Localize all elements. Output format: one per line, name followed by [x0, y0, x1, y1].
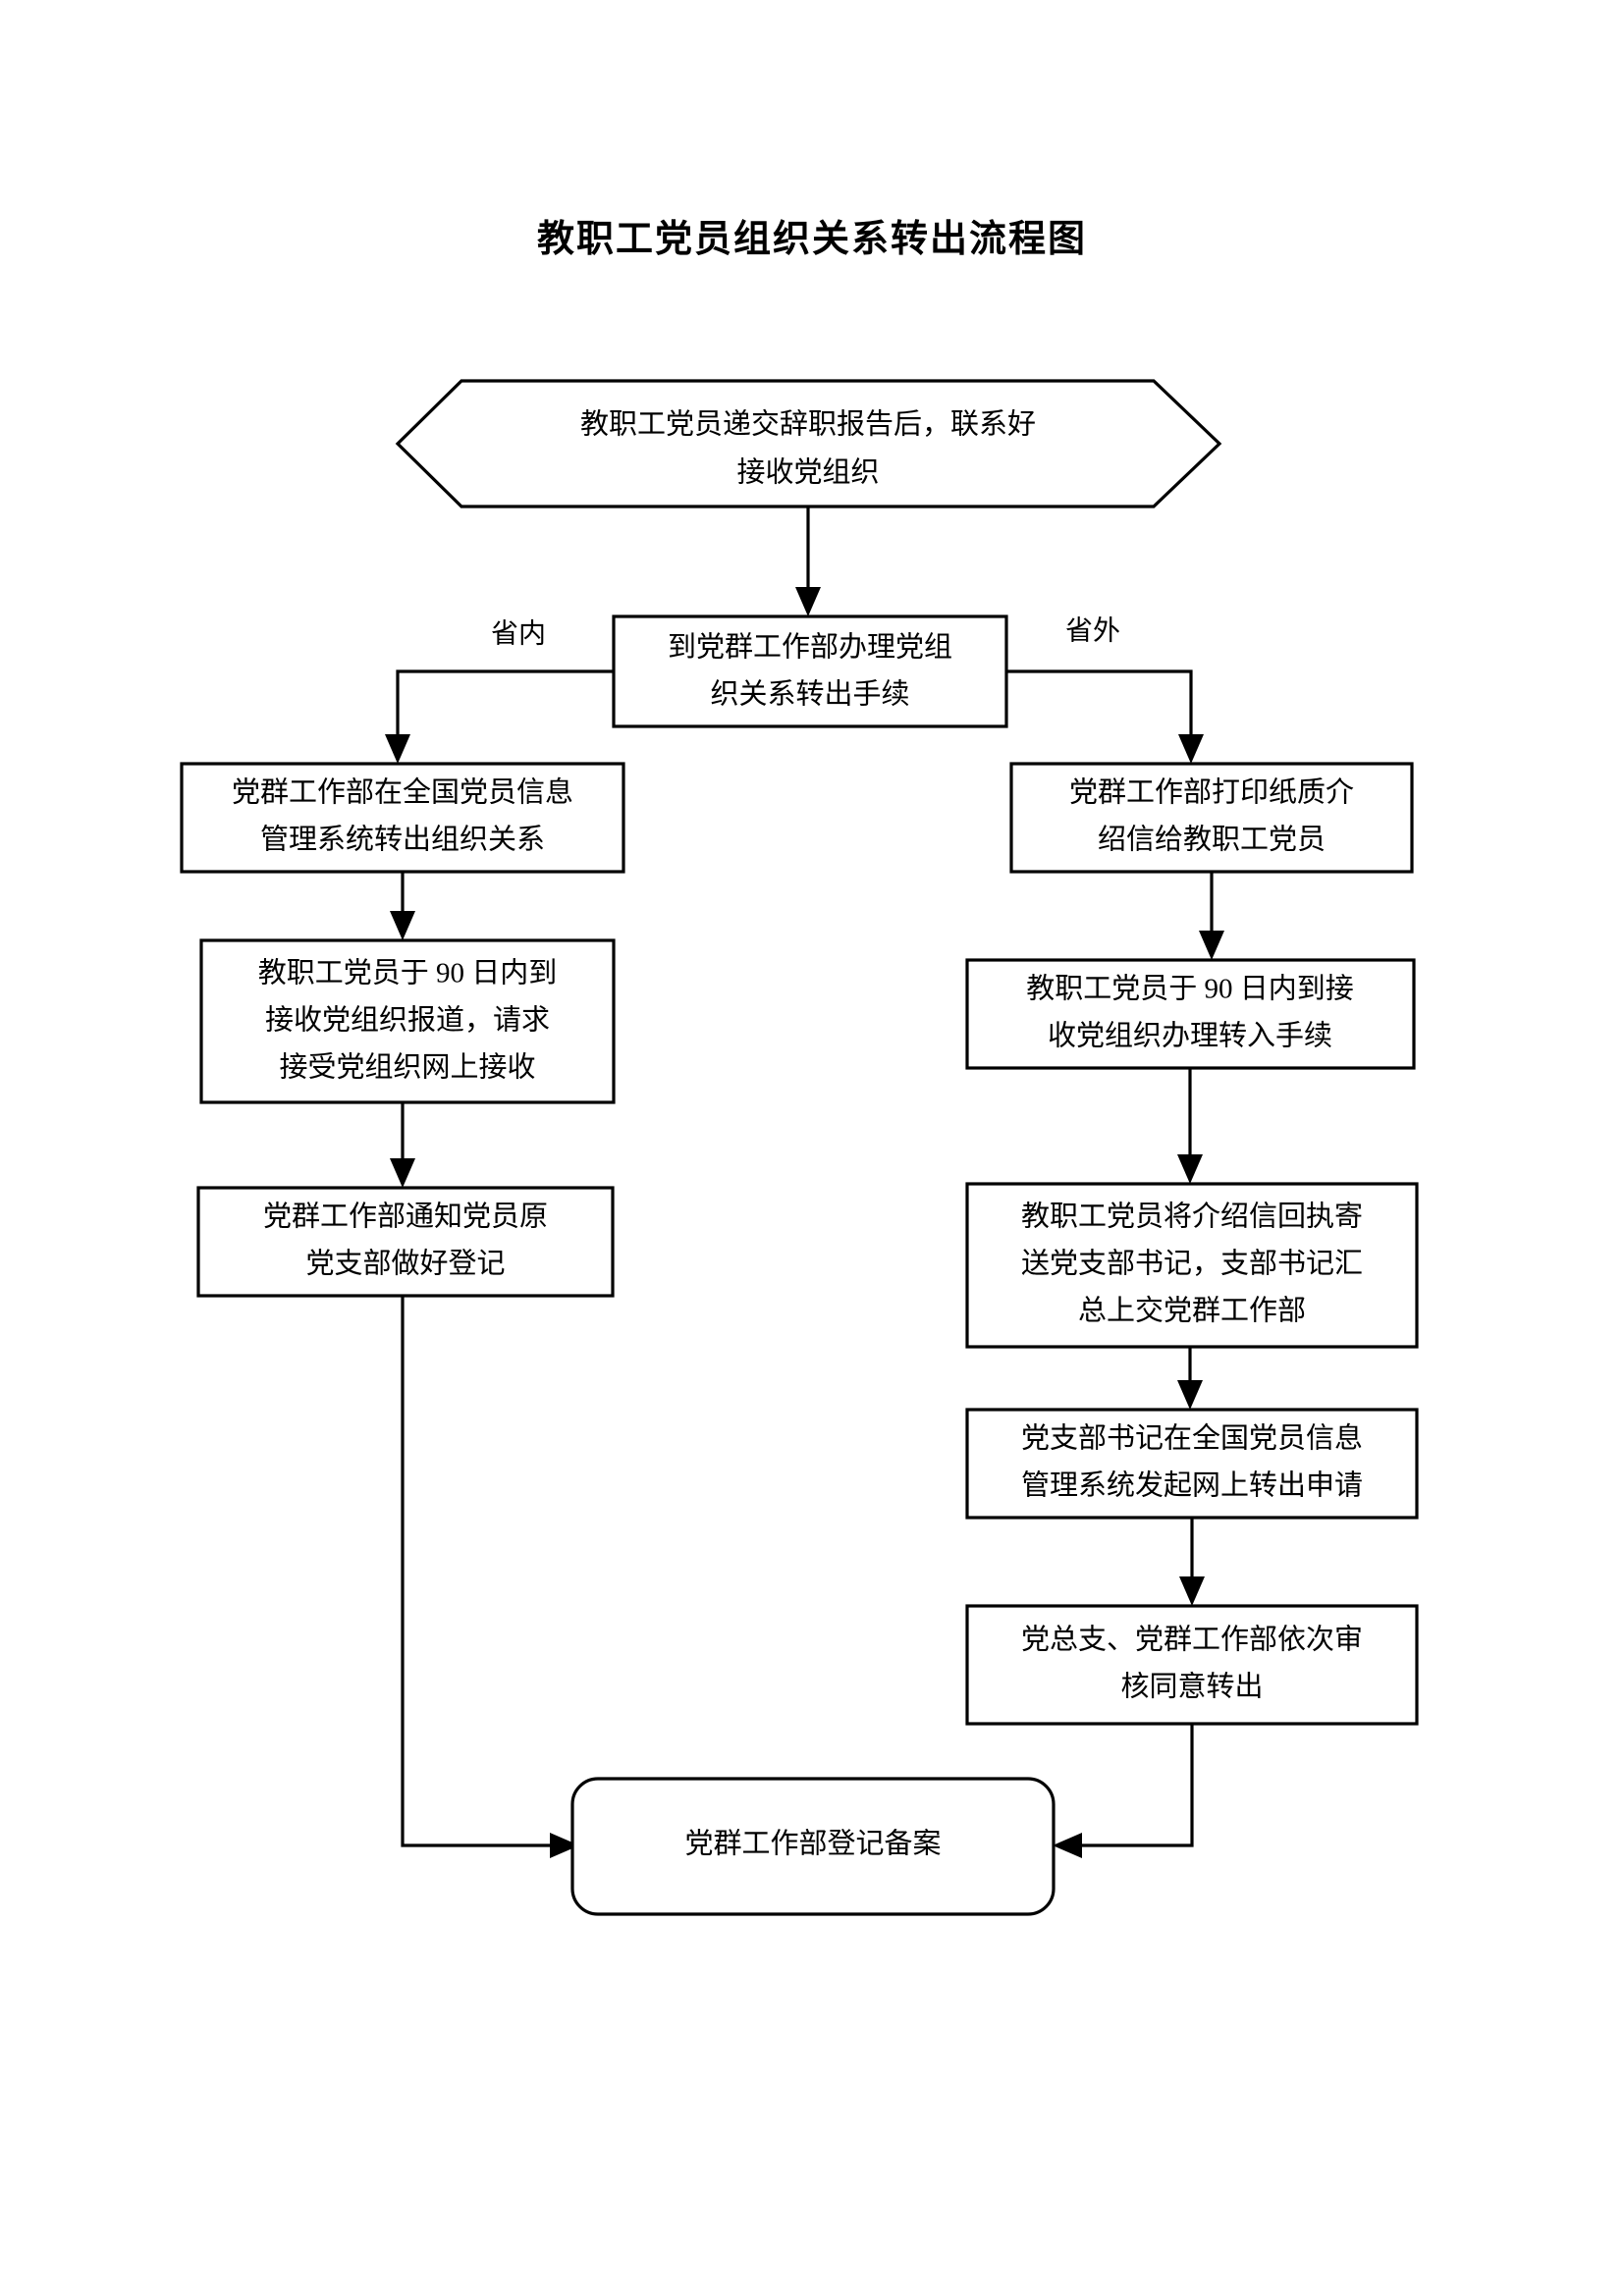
arrowhead-icon: [1053, 1833, 1082, 1858]
edge-label-left-branch: 省内: [491, 617, 546, 649]
node-start-line-2: 接收党组织: [736, 456, 879, 489]
node-apply: 到党群工作部办理党组 织关系转出手续: [612, 614, 1008, 728]
arrowhead-icon: [390, 1158, 415, 1188]
arrowhead-icon: [1178, 734, 1204, 764]
edge-right5-to-end: [1053, 1724, 1194, 1858]
arrowhead-icon: [795, 587, 821, 616]
rect-shape: [965, 1408, 1419, 1520]
node-right4-line-2: 管理系统发起网上转出申请: [1021, 1469, 1363, 1502]
arrowhead-icon: [390, 911, 415, 940]
node-right4-line-1: 党支部书记在全国党员信息: [1021, 1422, 1363, 1455]
rect-shape: [180, 762, 625, 874]
node-left3-line-2: 党支部做好登记: [305, 1248, 505, 1280]
node-right3-line-1: 教职工党员将介绍信回执寄: [1021, 1201, 1363, 1233]
node-left3: 党群工作部通知党员原 党支部做好登记: [196, 1186, 615, 1298]
rect-shape: [199, 938, 616, 1104]
rect-shape: [1009, 762, 1414, 874]
node-right5-line-1: 党总支、党群工作部依次审: [1021, 1624, 1363, 1656]
node-right2-line-1: 教职工党员于 90 日内到接: [1026, 973, 1354, 1005]
edge-right2-to-right3: [1177, 1068, 1203, 1184]
arrowhead-icon: [1177, 1154, 1203, 1184]
arrowhead-icon: [1179, 1576, 1205, 1606]
node-right1-line-2: 绍信给教职工党员: [1098, 824, 1326, 856]
edge-start-to-apply: [795, 507, 821, 616]
node-left2-line-1: 教职工党员于 90 日内到: [258, 957, 558, 989]
node-right4: 党支部书记在全国党员信息 管理系统发起网上转出申请: [965, 1408, 1419, 1520]
node-right3: 教职工党员将介绍信回执寄 送党支部书记，支部书记汇 总上交党群工作部: [965, 1182, 1419, 1349]
edge-apply-to-right1: [1006, 669, 1204, 764]
node-start-line-1: 教职工党员递交辞职报告后，联系好: [580, 408, 1036, 441]
edge-right1-to-right2: [1199, 872, 1224, 960]
node-left2: 教职工党员于 90 日内到 接收党组织报道，请求 接受党组织网上接收: [199, 938, 616, 1104]
edge-left3-to-end: [401, 1296, 579, 1858]
arrowhead-icon: [1177, 1380, 1203, 1410]
edge-right3-to-right4: [1177, 1347, 1203, 1410]
node-left2-line-2: 接收党组织报道，请求: [265, 1004, 550, 1037]
arrowhead-icon: [1199, 931, 1224, 960]
rect-shape: [965, 1604, 1419, 1726]
node-right1-line-1: 党群工作部打印纸质介: [1069, 776, 1354, 809]
edge-left2-to-left3: [390, 1102, 415, 1188]
node-apply-line-1: 到党群工作部办理党组: [668, 631, 952, 664]
edge-right4-to-right5: [1179, 1518, 1205, 1606]
node-left1-line-1: 党群工作部在全国党员信息: [232, 776, 573, 809]
arrowhead-icon: [550, 1833, 579, 1858]
node-end: 党群工作部登记备案: [570, 1777, 1056, 1916]
node-start: 教职工党员递交辞职报告后，联系好 接收党组织: [395, 379, 1222, 508]
node-right3-line-2: 送党支部书记，支部书记汇: [1021, 1248, 1363, 1280]
arrowhead-icon: [385, 734, 410, 764]
node-left2-line-3: 接受党组织网上接收: [279, 1051, 535, 1084]
node-right1: 党群工作部打印纸质介 绍信给教职工党员: [1009, 762, 1414, 874]
edge-left1-to-left2: [390, 872, 415, 940]
edge-label-right-branch: 省外: [1065, 614, 1120, 646]
page-title: 教职工党员组织关系转出流程图: [536, 219, 1087, 260]
node-right2: 教职工党员于 90 日内到接 收党组织办理转入手续: [965, 958, 1416, 1070]
rect-shape: [965, 1182, 1419, 1349]
hexagon-shape: [395, 379, 1222, 508]
edge-apply-to-left1: [385, 669, 614, 764]
node-left1: 党群工作部在全国党员信息 管理系统转出组织关系: [180, 762, 625, 874]
rounded-rect-shape: [570, 1777, 1056, 1916]
node-right5: 党总支、党群工作部依次审 核同意转出: [965, 1604, 1419, 1726]
node-end-label: 党群工作部登记备案: [684, 1828, 941, 1860]
node-apply-line-2: 织关系转出手续: [710, 678, 909, 711]
node-right5-line-2: 核同意转出: [1120, 1671, 1263, 1703]
node-left3-line-1: 党群工作部通知党员原: [263, 1201, 548, 1233]
node-right3-line-3: 总上交党群工作部: [1078, 1295, 1306, 1327]
node-left1-line-2: 管理系统转出组织关系: [260, 824, 545, 856]
rect-shape: [196, 1186, 615, 1298]
node-right2-line-2: 收党组织办理转入手续: [1048, 1020, 1332, 1052]
